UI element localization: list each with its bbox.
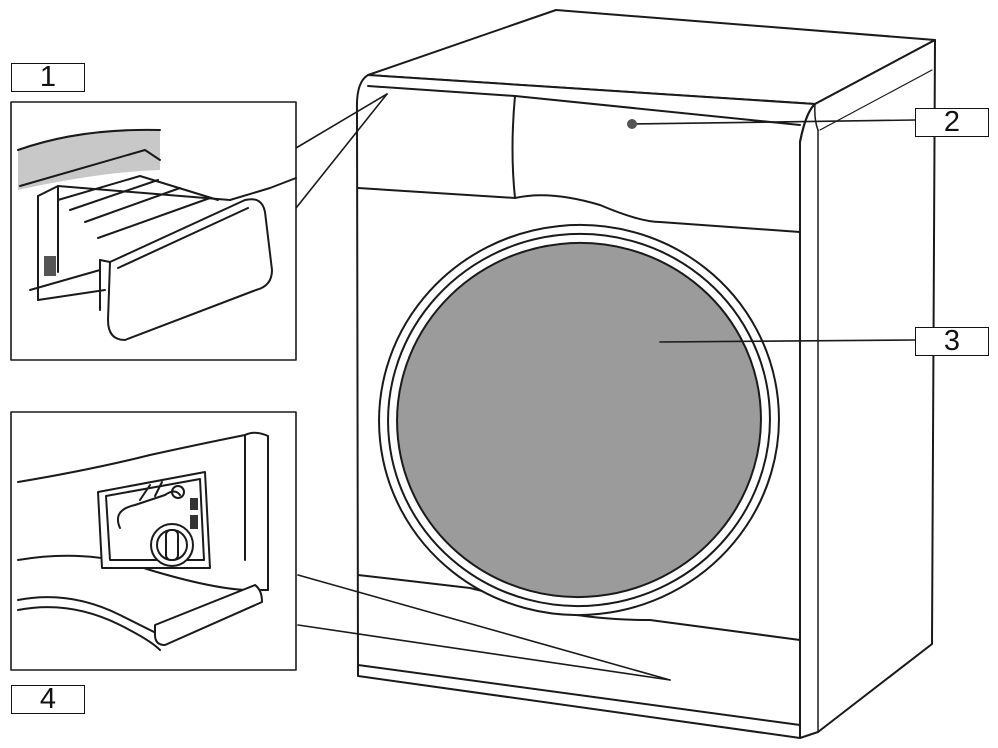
callout-3-label: 3 bbox=[915, 327, 989, 356]
control-panel-dot bbox=[627, 119, 637, 129]
control-panel bbox=[357, 187, 801, 233]
door-glass bbox=[396, 241, 762, 599]
drawer-handle bbox=[107, 198, 273, 341]
callout-2-label: 2 bbox=[915, 108, 989, 137]
door-mid-ring bbox=[387, 232, 771, 608]
washer-side-face bbox=[799, 39, 936, 739]
inset-filter-access bbox=[10, 411, 297, 671]
inset-detergent-drawer bbox=[10, 101, 297, 361]
leader-lines bbox=[295, 93, 916, 681]
drain-hose-icon bbox=[116, 490, 181, 529]
callout-4-label: 4 bbox=[11, 685, 85, 714]
callout-1-label: 1 bbox=[11, 63, 85, 92]
filter-flap bbox=[154, 584, 263, 646]
door bbox=[378, 223, 780, 617]
